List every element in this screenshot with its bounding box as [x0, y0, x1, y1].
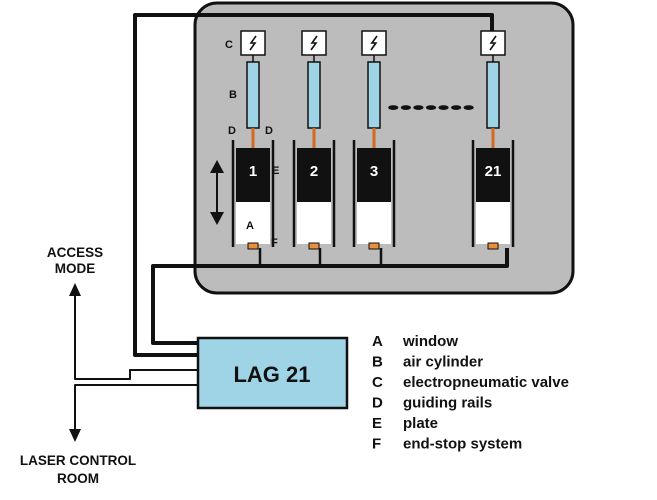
plate [476, 148, 510, 202]
end-stop [308, 242, 320, 250]
label-e: E [272, 165, 279, 177]
label-b: B [229, 89, 237, 101]
controller-box [196, 336, 349, 410]
plate [297, 148, 331, 202]
lightning-icon [310, 35, 318, 51]
lightning-icon [249, 35, 257, 51]
cable-valves-to-controller [133, 13, 494, 357]
shutter-unit-2: 2 [292, 30, 336, 250]
endstop-drops [258, 248, 383, 266]
channel-number: 2 [310, 163, 318, 180]
controller-label: LAG 21 [233, 362, 310, 387]
shutter-unit-1: 1 [231, 30, 275, 250]
end-stop [487, 242, 499, 250]
legend-key-e: E [372, 415, 382, 432]
laser-control-line-1: LASER CONTROL [20, 453, 136, 468]
arrow-laser-control-room [69, 429, 81, 442]
legend-key-a: A [372, 333, 383, 350]
legend-text-a: window [402, 333, 458, 350]
shutter-units: 1 2 3 21 [231, 30, 515, 250]
air-cylinder [486, 61, 500, 129]
legend-text-b: air cylinder [403, 354, 483, 371]
shutter-unit-21: 21 [471, 30, 515, 250]
cables [133, 13, 509, 357]
channel-number: 3 [370, 163, 378, 180]
air-cylinder [307, 61, 321, 129]
legend-text-d: guiding rails [403, 395, 492, 412]
end-stop [368, 242, 380, 250]
label-f: F [271, 237, 278, 249]
motion-arrow [210, 160, 224, 225]
arrow-access-mode [69, 283, 81, 296]
channel-number: 21 [485, 163, 502, 180]
air-cylinder [367, 61, 381, 129]
cable-endstops-to-controller [151, 248, 509, 345]
legend-key-c: C [372, 374, 383, 391]
lightning-icon [489, 35, 497, 51]
channel-ellipsis: ••••••• [387, 98, 475, 117]
access-mode-line-2: MODE [55, 261, 96, 276]
end-stop [247, 242, 259, 250]
legend-text-f: end-stop system [403, 436, 522, 453]
legend-key-d: D [372, 395, 383, 412]
label-d-left: D [228, 125, 236, 137]
lightning-icon [370, 35, 378, 51]
laser-control-line-2: ROOM [57, 471, 99, 486]
plate [236, 148, 270, 202]
valve-box [301, 30, 327, 56]
legend-key-b: B [372, 354, 383, 371]
channel-number: 1 [249, 163, 257, 180]
legend-key-f: F [372, 436, 381, 453]
access-mode-line-1: ACCESS [47, 245, 103, 260]
plate [357, 148, 391, 202]
label-d-right: D [265, 125, 273, 137]
label-c: C [225, 39, 233, 51]
air-cylinder [246, 61, 260, 129]
label-a: A [246, 220, 254, 232]
legend-text-e: plate [403, 415, 438, 432]
shutter-unit-3: 3 [352, 30, 396, 250]
external-wires [74, 290, 198, 430]
legend-text-c: electropneumatic valve [403, 374, 569, 391]
